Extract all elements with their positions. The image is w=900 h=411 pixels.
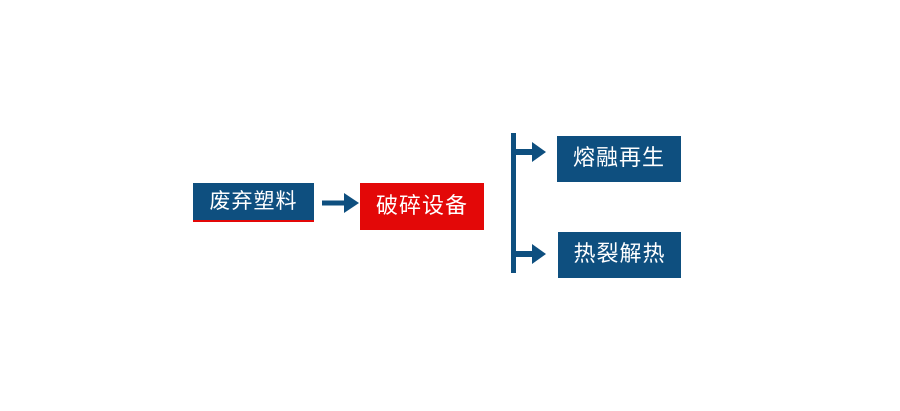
node-waste-plastic-label: 废弃塑料	[209, 189, 298, 213]
node-pyrolysis-heat-label: 热裂解热	[573, 242, 666, 267]
arrow-right-glyph	[322, 193, 359, 213]
node-pyrolysis-heat[interactable]: 热裂解热	[558, 232, 681, 278]
node-waste-plastic[interactable]: 废弃塑料	[193, 183, 314, 222]
branch-split-glyph	[511, 133, 546, 273]
branch-split-icon	[484, 128, 564, 280]
node-crushing-equipment-label: 破碎设备	[375, 193, 468, 219]
node-melt-regeneration[interactable]: 熔融再生	[557, 136, 681, 182]
node-melt-regeneration-label: 熔融再生	[572, 146, 665, 171]
arrow-right-icon	[322, 188, 360, 218]
node-crushing-equipment[interactable]: 破碎设备	[360, 183, 484, 230]
